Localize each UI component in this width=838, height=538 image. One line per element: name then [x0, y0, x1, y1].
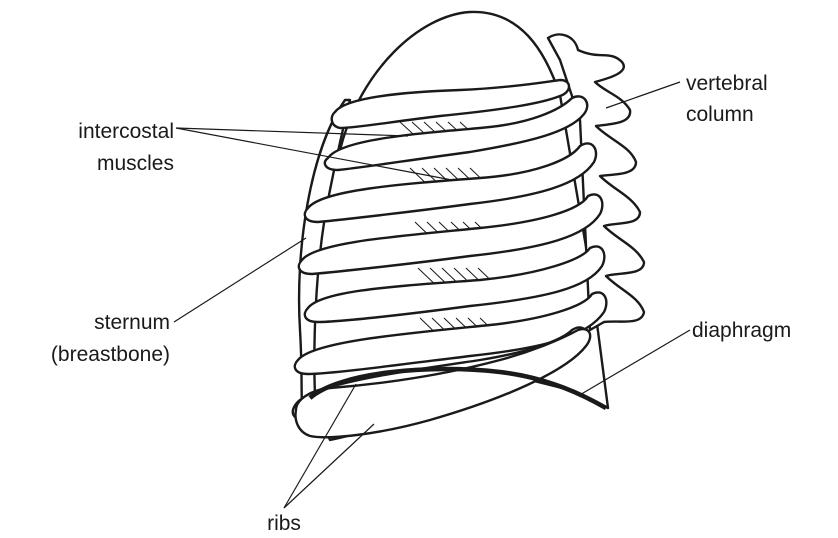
- leader-diaphragm: [578, 330, 690, 396]
- leader-vertebral: [606, 82, 680, 108]
- label-vertebral-line1: vertebral: [686, 72, 768, 95]
- label-sternum-line1: sternum: [94, 311, 170, 334]
- label-vertebral-line2: column: [686, 103, 754, 126]
- leader-sternum: [174, 238, 306, 322]
- label-sternum-line2: (breastbone): [51, 343, 170, 366]
- label-ribs: ribs: [267, 512, 301, 535]
- label-intercostal-line2: muscles: [97, 152, 174, 175]
- label-diaphragm: diaphragm: [692, 319, 791, 342]
- label-intercostal-line1: intercostal: [78, 120, 174, 143]
